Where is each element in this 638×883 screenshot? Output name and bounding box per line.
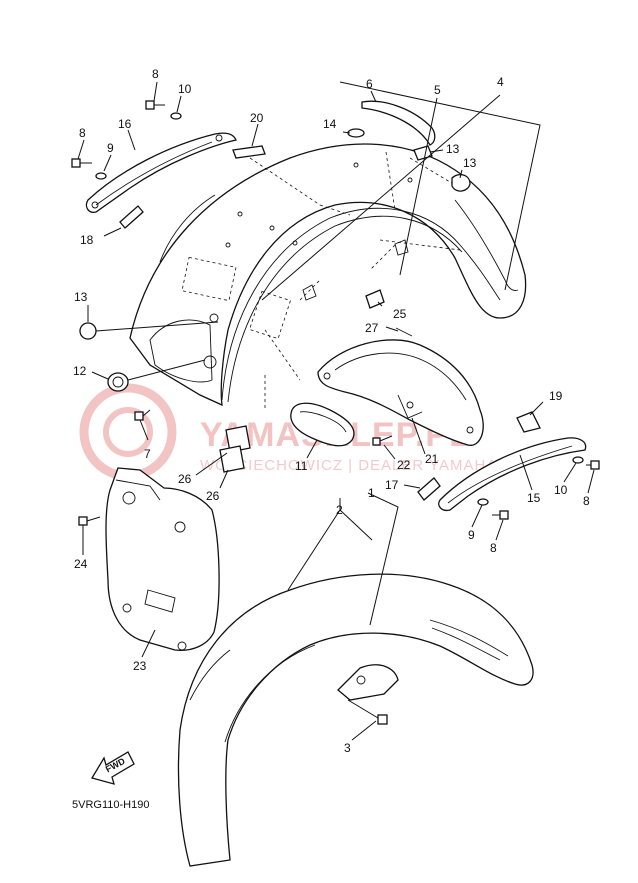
callout-3: 3 [344, 741, 351, 755]
part-18-pad [119, 205, 144, 229]
callout-10-left: 10 [178, 82, 192, 96]
callout-11: 11 [295, 459, 308, 473]
part-17-piece [417, 477, 441, 501]
callout-6: 6 [366, 77, 373, 91]
callout-8-right: 8 [583, 494, 590, 508]
callout-12: 12 [73, 364, 87, 378]
part-22-bolt [372, 435, 393, 446]
callout-24: 24 [74, 557, 88, 571]
callout-15: 15 [527, 491, 541, 505]
callout-8-bottom: 8 [490, 541, 497, 555]
callout-19: 19 [549, 389, 563, 403]
part-6-trim [361, 100, 436, 146]
callout-18: 18 [80, 233, 94, 247]
callout-13-b: 13 [463, 156, 477, 170]
callout-23: 23 [133, 659, 147, 673]
callout-20: 20 [250, 111, 264, 125]
callout-27: 27 [365, 321, 379, 335]
part-26-sticker-a [225, 425, 251, 453]
diagram-code: 5VRG110-H190 [72, 799, 149, 811]
part-13-grommet-b [451, 173, 471, 192]
callout-5: 5 [434, 83, 441, 97]
callout-labels: 4 5 6 8 10 8 9 16 20 14 13 13 18 13 12 7… [73, 67, 590, 755]
part-13-grommet-a [413, 145, 433, 161]
fwd-arrow-icon: FWD [91, 751, 135, 785]
part-3-bolt [347, 699, 388, 725]
callout-17: 17 [385, 478, 399, 492]
callout-4: 4 [497, 75, 504, 89]
callout-21: 21 [425, 452, 439, 466]
callout-9-left: 9 [107, 141, 114, 155]
part-15-side-rail [438, 437, 587, 512]
part-21-bracket [317, 327, 484, 446]
part-23-side-cover [105, 467, 220, 651]
callout-8-top: 8 [152, 67, 159, 81]
callout-10-right: 10 [554, 483, 568, 497]
part-24-bolt [78, 516, 101, 526]
callout-8-left: 8 [79, 126, 86, 140]
callout-16: 16 [118, 117, 132, 131]
callout-14: 14 [323, 117, 337, 131]
part-19-pad [516, 411, 541, 433]
callout-9-right: 9 [468, 528, 475, 542]
part-20-pad [232, 145, 266, 159]
right-fasteners [477, 456, 600, 520]
callout-26-b: 26 [206, 489, 220, 503]
left-fasteners [71, 100, 182, 180]
leader-lines [77, 81, 595, 741]
part-16-side-rail [85, 132, 237, 213]
callout-13-c: 13 [74, 290, 88, 304]
part-14-washer [347, 128, 365, 138]
watermark-logo [79, 383, 177, 481]
callout-26-a: 26 [178, 472, 192, 486]
callout-25: 25 [393, 307, 407, 321]
part-12-plug [107, 372, 129, 392]
watermark-sub: WOJCIECHOWICZ | DEALER YAMAHA [200, 457, 497, 474]
callout-1: 1 [368, 486, 375, 500]
callout-7: 7 [144, 447, 151, 461]
callout-2: 2 [336, 503, 343, 517]
rear-fender [129, 143, 527, 410]
part-13-grommet-c [79, 322, 97, 340]
part-7-bolt [134, 409, 151, 421]
part-11-reflector [290, 402, 355, 447]
part-26-sticker-b [219, 445, 245, 473]
part-1-front-fender [177, 573, 534, 867]
callout-22: 22 [397, 458, 411, 472]
callout-13-a: 13 [446, 142, 460, 156]
